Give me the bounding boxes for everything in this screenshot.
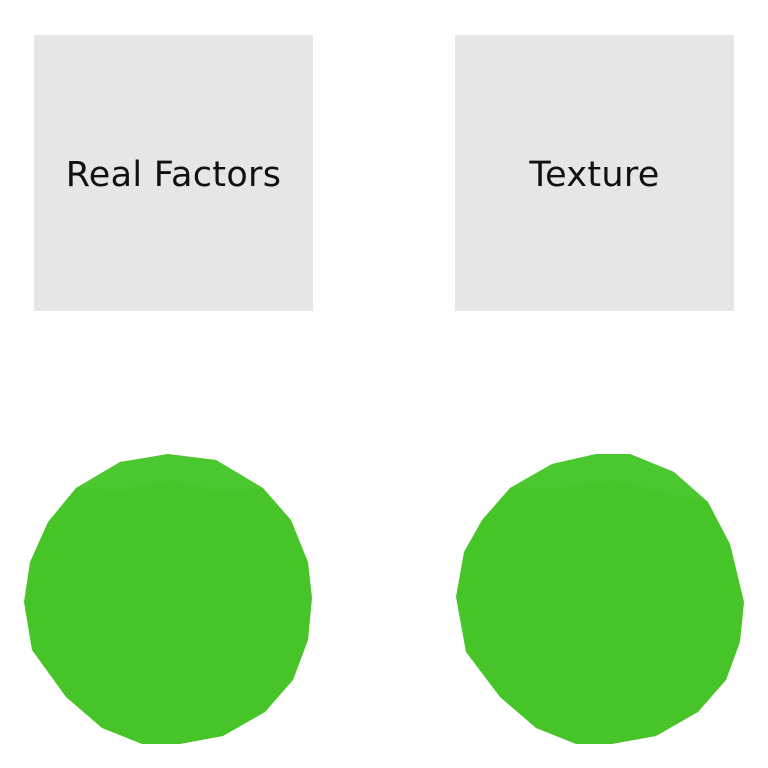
texture-label-tile: Texture — [455, 35, 734, 311]
texture-sphere — [456, 454, 744, 744]
real-factors-label: Real Factors — [65, 155, 282, 195]
real-factors-sphere — [24, 454, 312, 744]
real-factors-label-tile: Real Factors — [34, 35, 313, 311]
texture-label: Texture — [529, 155, 660, 195]
